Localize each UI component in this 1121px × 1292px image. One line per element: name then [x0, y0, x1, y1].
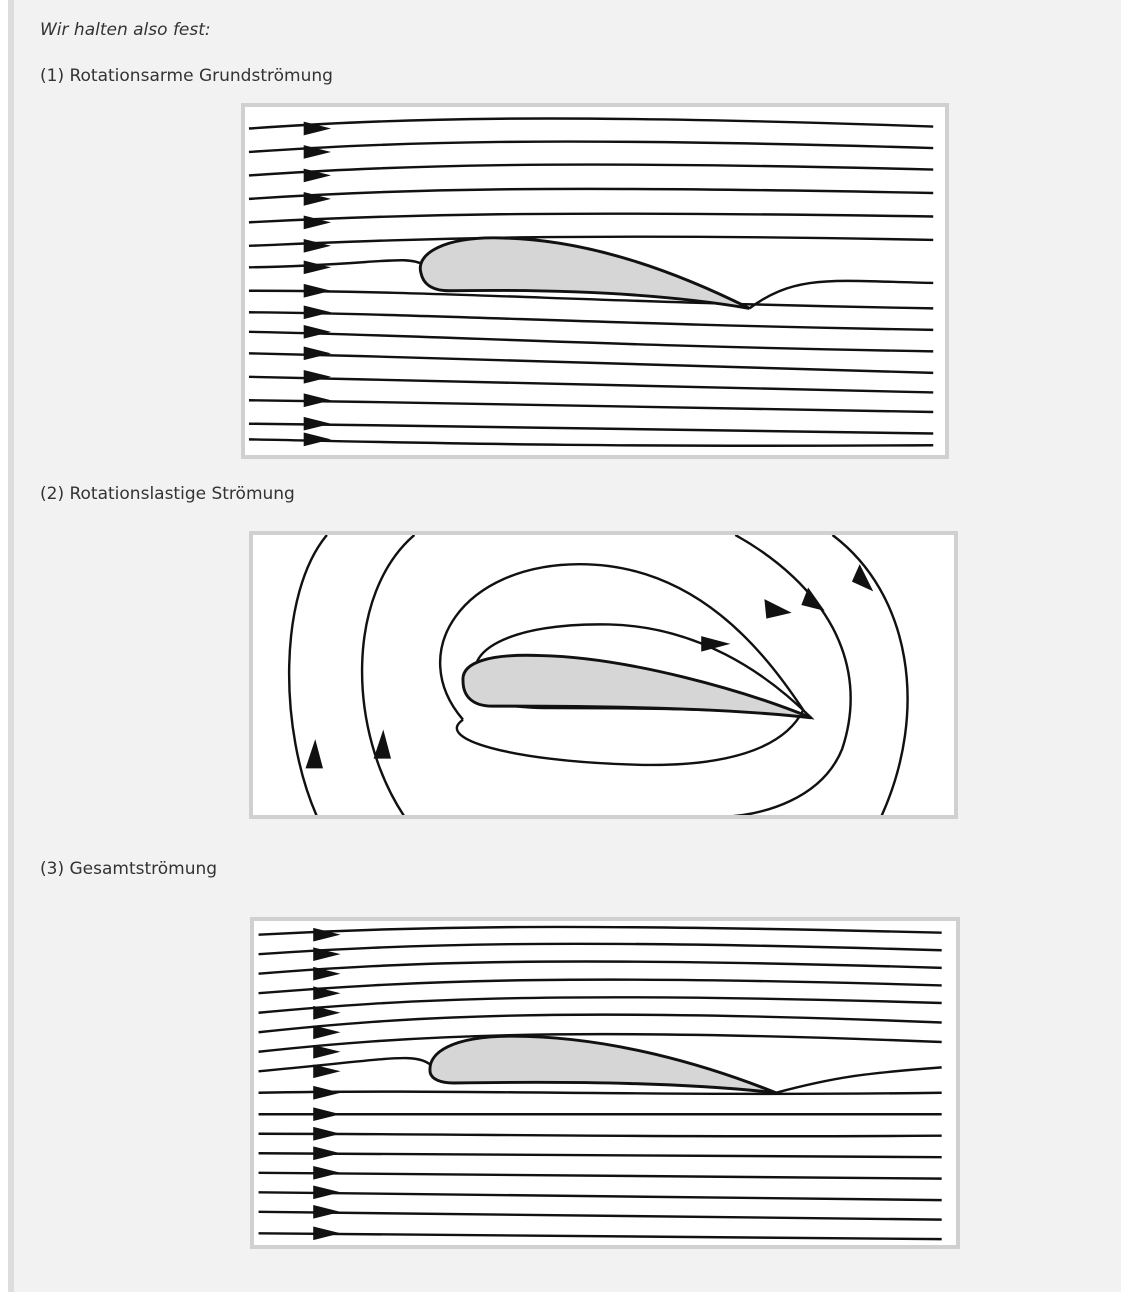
figure-combined [250, 917, 960, 1249]
figure-freestream [241, 103, 949, 459]
caption-circulation: (2) Rotationslastige Strömung [40, 484, 295, 504]
figure-circulation [249, 531, 958, 819]
caption-freestream: (1) Rotationsarme Grundströmung [40, 66, 333, 86]
caption-combined: (3) Gesamtströmung [40, 859, 217, 879]
airfoil-shape [430, 1036, 776, 1093]
circulation-streamlines [253, 535, 954, 815]
airfoil-shape [420, 238, 749, 309]
combined-streamlines [254, 921, 956, 1245]
freestream-streamlines [245, 107, 945, 455]
airfoil-shape [463, 655, 811, 718]
content-panel: Wir halten also fest: (1) Rotationsarme … [8, 0, 1121, 1292]
intro-text: Wir halten also fest: [40, 20, 211, 40]
